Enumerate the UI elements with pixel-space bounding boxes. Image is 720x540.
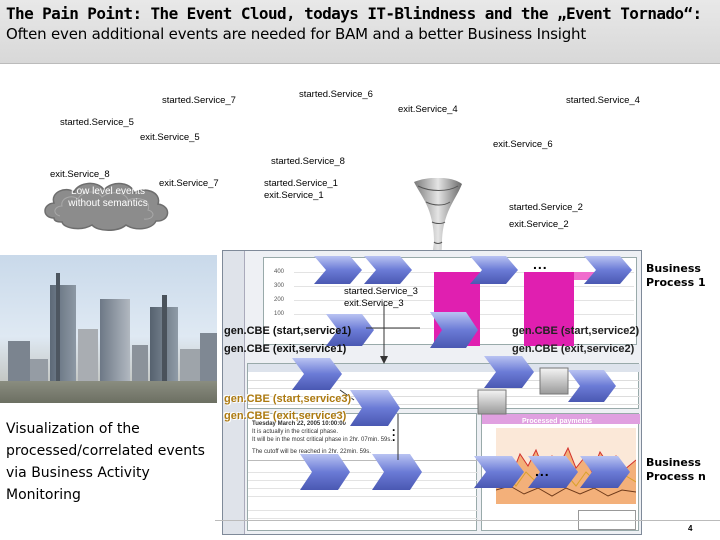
business-process-n-label: Business Process n [646,456,716,484]
gencbe-start-service1: gen.CBE (start,service1) [224,325,351,337]
slide-subtitle: Often even additional events are needed … [6,25,586,43]
city-skyline-image [0,255,217,403]
gencbe-start-service2: gen.CBE (start,service2) [512,325,639,337]
gencbe-start-service3: gen.CBE (start,service3) [224,393,351,405]
slide-header: The Pain Point: The Event Cloud, todays … [0,0,720,64]
event-label: started.Service_3 [344,286,418,297]
event-label: started.Service_6 [299,89,373,100]
ellipsis-bottom: ... [535,463,550,479]
event-label: exit.Service_5 [140,132,200,143]
event-label: started.Service_2 [509,202,583,213]
vertical-ellipsis: ··· [391,428,397,443]
business-process-1-label: Business Process 1 [646,262,716,290]
slide-title: The Pain Point: The Event Cloud, todays … [6,4,702,23]
cloud-label: Low level events without semantics [58,186,158,210]
event-label: exit.Service_1 [264,190,324,201]
gencbe-exit-service1: gen.CBE (exit,service1) [224,343,346,355]
event-label: exit.Service_3 [344,298,404,309]
event-label: started.Service_7 [162,95,236,106]
event-label: started.Service_1 [264,178,338,189]
bam-caption: Visualization of the processed/correlate… [6,418,206,506]
page-number: 4 [688,524,692,533]
event-label: started.Service_8 [271,156,345,167]
event-label: started.Service_5 [60,117,134,128]
ellipsis-top: ... [533,256,548,272]
event-label: exit.Service_6 [493,139,553,150]
gencbe-exit-service3: gen.CBE (exit,service3) [224,410,346,422]
event-label: started.Service_4 [566,95,640,106]
gencbe-exit-service2: gen.CBE (exit,service2) [512,343,634,355]
event-label: exit.Service_4 [398,104,458,115]
footer-divider [215,520,720,521]
event-label: exit.Service_2 [509,219,569,230]
